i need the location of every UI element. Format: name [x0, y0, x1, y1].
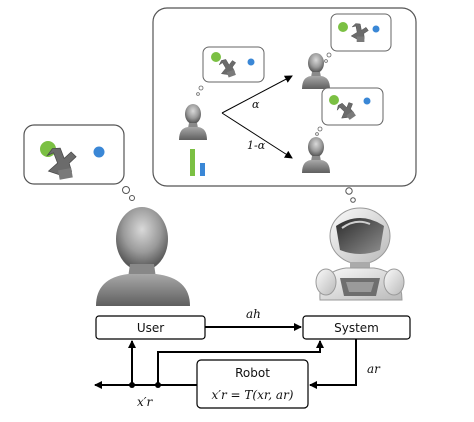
mini-thought-bubble-current	[196, 46, 265, 96]
belief-bar-chart-icon	[190, 149, 205, 176]
blue-object-icon	[372, 25, 380, 33]
system-thought-dots	[345, 187, 356, 203]
green-object-icon	[338, 22, 348, 32]
blue-object-icon	[363, 97, 371, 105]
user-thought-bubble	[23, 124, 135, 201]
mini-thought-bubble-one-minus-alpha	[315, 87, 384, 136]
branch-one-minus-alpha-label: 1-α	[247, 139, 266, 152]
robot-mascot-icon	[315, 207, 405, 301]
mini-thought-bubble-alpha	[324, 13, 392, 63]
user-box-label: User	[137, 321, 164, 335]
prediction-branches: α 1-α	[221, 75, 293, 159]
robot-box-title: Robot	[235, 366, 270, 380]
junction-dot	[129, 382, 135, 388]
green-object-icon	[211, 52, 221, 62]
flow-arrows	[94, 323, 357, 389]
action-ar-label: ar	[367, 362, 381, 376]
robot-box-equation: x′r = T(xr, ar)	[212, 388, 294, 402]
green-object-icon	[329, 95, 339, 105]
state-xr-label: x′r	[137, 395, 153, 409]
system-box-label: System	[334, 321, 379, 335]
blue-object-icon	[247, 58, 255, 66]
blue-object-icon	[93, 146, 105, 158]
action-ah-label: ah	[246, 307, 261, 321]
junction-dot	[155, 382, 161, 388]
branch-alpha-label: α	[252, 98, 260, 111]
user-silhouette-icon	[96, 207, 190, 306]
